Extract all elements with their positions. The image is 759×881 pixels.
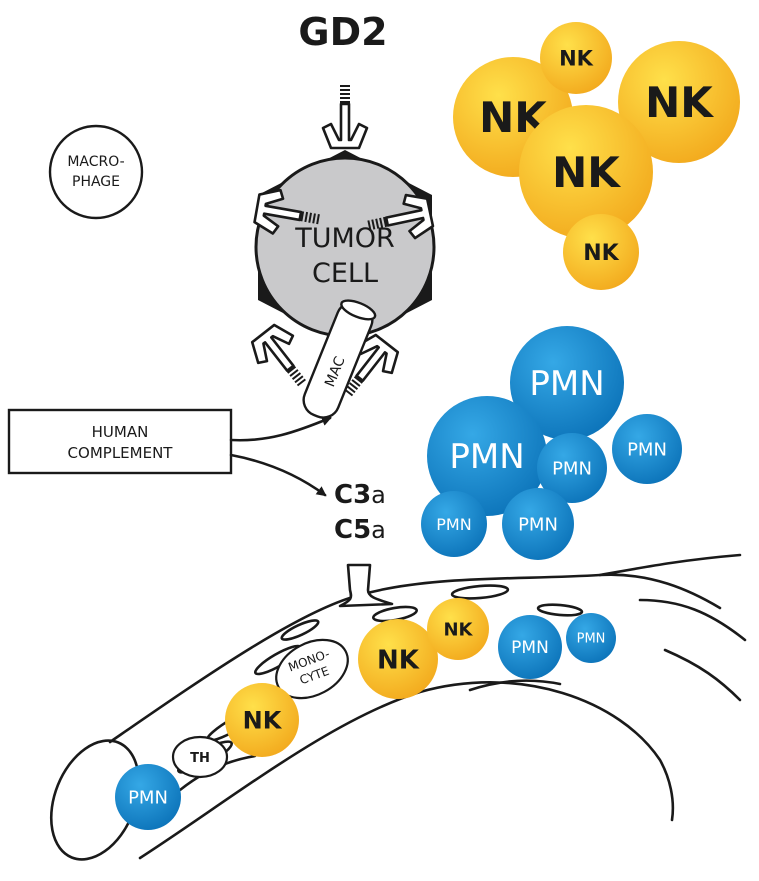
tumor-label-line1: TUMOR xyxy=(294,223,395,254)
antibody-right xyxy=(367,193,435,240)
anti-gd2-antibodies xyxy=(250,85,435,397)
nk-cell: NK xyxy=(540,22,612,94)
human-complement-box: HUMAN COMPLEMENT xyxy=(7,408,233,475)
pmn-label: PMN xyxy=(436,515,471,534)
antibody-lower-right xyxy=(344,333,400,397)
nk-cell: NK xyxy=(563,214,639,290)
nk-cell: NK xyxy=(618,41,740,163)
th-label: TH xyxy=(190,751,210,766)
nk-label: NK xyxy=(552,148,621,197)
macrophage: MACRO- PHAGE xyxy=(48,124,144,220)
c3a-label: C3a xyxy=(334,480,386,510)
pmn-label: PMN xyxy=(518,514,558,535)
monocyte: MONO- CYTE xyxy=(275,638,349,700)
arrow-to-mac xyxy=(229,416,332,442)
pmn-cell: PMN xyxy=(537,433,607,503)
nk-cell: NK xyxy=(225,683,299,757)
pmn-cell: PMN xyxy=(510,326,624,440)
pmn-cell: PMN xyxy=(498,615,562,679)
pmn-cell: PMN xyxy=(421,491,487,557)
nk-label: NK xyxy=(377,645,420,675)
nk-cell: NK xyxy=(427,598,489,660)
tumor-label-line2: CELL xyxy=(312,258,378,289)
t-helper-cell: TH xyxy=(171,735,229,779)
macrophage-label-line2: PHAGE xyxy=(72,174,120,190)
antibody-left xyxy=(253,188,320,235)
pmn-cell: PMN xyxy=(502,488,574,560)
nk-label: NK xyxy=(243,707,283,735)
pmn-label: PMN xyxy=(128,787,168,808)
arrow-to-anaphylatoxins xyxy=(229,453,327,497)
nk-cell: NK xyxy=(519,105,653,239)
pmn-label: PMN xyxy=(627,439,667,460)
pmn-cell: PMN xyxy=(566,613,616,663)
nk-label: NK xyxy=(645,78,714,127)
antibody-lower-left xyxy=(250,323,306,387)
pmn-label: PMN xyxy=(449,437,524,477)
membrane-attack-complex: MAC xyxy=(302,299,377,419)
pmn-cell: PMN xyxy=(612,414,682,484)
pmn-cell: PMN xyxy=(115,764,181,830)
pmn-cell: PMN xyxy=(427,396,547,516)
gd2-title: GD2 xyxy=(298,10,387,54)
nk-label: NK xyxy=(559,47,594,71)
c5a-label: C5a xyxy=(334,515,386,545)
antibody-top xyxy=(321,85,369,150)
macrophage-label-line1: MACRO- xyxy=(67,154,124,170)
pmn-label: PMN xyxy=(511,638,549,658)
complement-label-line1: HUMAN xyxy=(92,423,149,441)
pmn-label: PMN xyxy=(577,632,606,647)
tumor-cell: TUMOR CELL xyxy=(254,150,436,345)
complement-label-line2: COMPLEMENT xyxy=(68,444,174,462)
nk-cell: NK xyxy=(358,619,438,699)
pmn-label: PMN xyxy=(529,364,604,404)
nk-label: NK xyxy=(443,619,473,640)
pmn-label: PMN xyxy=(552,458,592,479)
nk-label: NK xyxy=(583,241,619,266)
